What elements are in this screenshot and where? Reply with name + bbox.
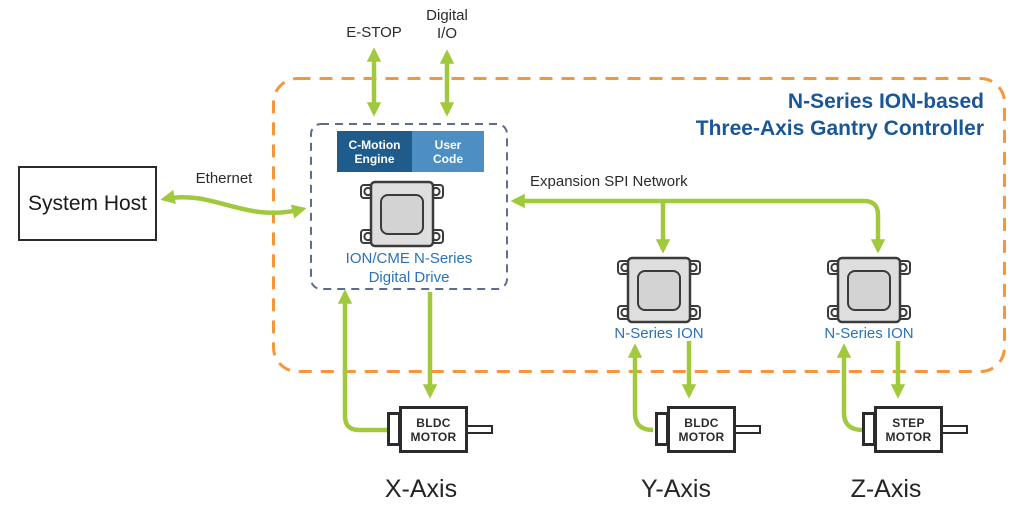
z-axis-label: Z-Axis	[850, 475, 922, 503]
cmotion-engine-block: C-Motion Engine	[337, 131, 412, 172]
usercode-line2: Code	[433, 151, 463, 166]
estop-label: E-STOP	[346, 24, 402, 41]
z-motor-body: STEP MOTOR	[874, 406, 943, 453]
system-host-box: System Host	[18, 166, 157, 241]
y-axis-motor: BLDC MOTOR	[655, 406, 761, 454]
drive-firmware-header: C-Motion Engine User Code	[337, 131, 484, 172]
usercode-line1: User	[434, 137, 462, 152]
controller-title-line1: N-Series ION-based	[787, 90, 984, 113]
user-code-block: User Code	[412, 131, 484, 172]
x-axis-label: X-Axis	[384, 475, 458, 503]
drive-label-line1: ION/CME N-Series	[345, 250, 473, 267]
y-motor-body: BLDC MOTOR	[667, 406, 736, 453]
spi-main-line	[510, 193, 886, 254]
z-motor-to-ion	[836, 343, 864, 433]
controller-title: N-Series ION-based Three-Axis Gantry Con…	[560, 88, 984, 142]
z-ion-chip-icon	[826, 256, 912, 324]
digital-io-line2: I/O	[436, 25, 457, 42]
drive-label-line2: Digital Drive	[368, 269, 450, 286]
digital-io-label: Digital I/O	[407, 7, 487, 43]
ethernet-label: Ethernet	[195, 170, 253, 187]
z-axis-motor: STEP MOTOR	[862, 406, 968, 454]
y-axis-label: Y-Axis	[641, 475, 711, 503]
z-motor-line2: MOTOR	[885, 429, 932, 444]
y-motor-to-ion	[627, 343, 654, 433]
cmotion-line2: Engine	[354, 151, 395, 166]
drive-chip-icon	[359, 180, 445, 248]
z-ion-label: N-Series ION	[824, 325, 914, 342]
controller-boundary-box	[272, 77, 1006, 373]
x-axis-motor: BLDC MOTOR	[387, 406, 493, 454]
y-ion-label: N-Series ION	[614, 325, 704, 342]
system-host-label: System Host	[27, 191, 148, 215]
ethernet-arrow	[160, 189, 307, 219]
spi-network-label: Expansion SPI Network	[530, 173, 688, 190]
y-motor-line1: BLDC	[684, 415, 719, 430]
x-motor-line2: MOTOR	[410, 429, 457, 444]
controller-title-line2: Three-Axis Gantry Controller	[695, 117, 984, 140]
z-motor-shaft	[941, 425, 968, 434]
y-motor-shaft	[734, 425, 761, 434]
y-ion-chip-icon	[616, 256, 702, 324]
x-motor-shaft	[466, 425, 493, 434]
x-motor-body: BLDC MOTOR	[399, 406, 468, 453]
x-motor-line1: BLDC	[416, 415, 451, 430]
x-motor-to-drive	[337, 289, 387, 433]
cmotion-line1: C-Motion	[348, 137, 401, 152]
z-motor-line1: STEP	[892, 415, 925, 430]
y-motor-line2: MOTOR	[678, 429, 725, 444]
drive-label: ION/CME N-Series Digital Drive	[310, 249, 508, 287]
digital-io-line1: Digital	[426, 7, 468, 24]
